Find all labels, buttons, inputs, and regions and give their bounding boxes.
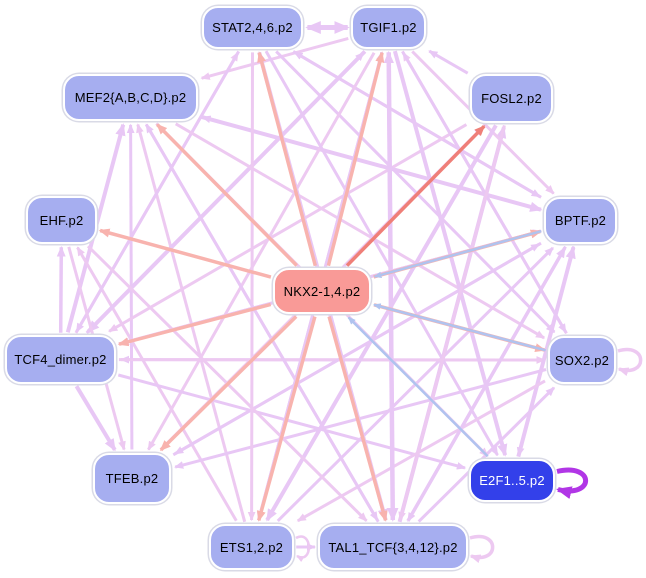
node-ehf[interactable]: EHF.p2 bbox=[26, 196, 97, 244]
edge-e2f-nkx2[interactable] bbox=[347, 316, 489, 458]
edge-tgif-tal1[interactable] bbox=[386, 52, 399, 522]
node-nkx2[interactable]: NKX2-1,4.p2 bbox=[273, 268, 371, 314]
edge-fosl2-tal1[interactable] bbox=[398, 125, 506, 522]
node-label-ehf: EHF.p2 bbox=[39, 212, 84, 228]
edge-stat-e2f[interactable] bbox=[264, 50, 499, 457]
edge-fosl2-tgif[interactable] bbox=[428, 49, 469, 75]
node-tal1[interactable]: TAL1_TCF{3,4,12}.p2 bbox=[318, 524, 468, 570]
edge-mef2-tal1[interactable] bbox=[145, 123, 379, 522]
edge-sox2-nkx2[interactable] bbox=[373, 303, 546, 352]
edge-nkx2-mef2[interactable] bbox=[156, 123, 298, 267]
edge-tgif-sox2[interactable] bbox=[401, 50, 567, 334]
edge-bptf-nkx2[interactable] bbox=[373, 229, 542, 278]
node-label-mef2: MEF2{A,B,C,D}.p2 bbox=[74, 90, 187, 105]
self-loop-sox2[interactable] bbox=[617, 347, 643, 377]
edge-mef2-sox2[interactable] bbox=[174, 122, 546, 340]
node-label-tcf4: TCF4_dimer.p2 bbox=[14, 352, 107, 367]
edge-sox2-ets[interactable] bbox=[296, 379, 546, 523]
edge-stat-ets[interactable] bbox=[247, 52, 256, 522]
edge-nkx2-tal1[interactable] bbox=[327, 316, 388, 522]
node-label-tfeb: TFEB.p2 bbox=[105, 471, 159, 486]
node-label-stat: STAT2,4,6.p2 bbox=[212, 20, 293, 35]
edge-nkx2-tcf4[interactable] bbox=[117, 302, 272, 347]
node-bptf[interactable]: BPTF.p2 bbox=[544, 197, 617, 244]
node-label-fosl2: FOSL2.p2 bbox=[481, 91, 542, 106]
edge-tgif-tfeb[interactable] bbox=[147, 52, 376, 451]
edge-nkx2-ehf[interactable] bbox=[98, 228, 272, 279]
edge-nkx2-tgif[interactable] bbox=[326, 51, 385, 267]
node-label-e2f: E2F1..5.p2 bbox=[479, 473, 545, 488]
node-fosl2[interactable]: FOSL2.p2 bbox=[470, 74, 553, 123]
edge-fosl2-ets[interactable] bbox=[265, 124, 498, 522]
edge-bptf-e2f[interactable] bbox=[516, 246, 576, 457]
edge-nkx2-fosl2[interactable] bbox=[345, 124, 486, 267]
self-loop-tal1[interactable] bbox=[469, 534, 495, 564]
node-tgif[interactable]: TGIF1.p2 bbox=[351, 6, 426, 49]
edge-bptf-tfeb[interactable] bbox=[174, 241, 542, 456]
node-label-nkx2: NKX2-1,4.p2 bbox=[283, 283, 361, 299]
edge-tgif-tcf4[interactable] bbox=[86, 49, 367, 334]
edge-tgif-e2f[interactable] bbox=[392, 50, 508, 457]
node-e2f[interactable]: E2F1..5.p2 bbox=[469, 459, 555, 502]
node-mef2[interactable]: MEF2{A,B,C,D}.p2 bbox=[63, 74, 198, 121]
edge-stat-sox2[interactable] bbox=[275, 50, 556, 334]
node-label-bptf: BPTF.p2 bbox=[554, 213, 607, 228]
node-ets[interactable]: ETS1,2.p2 bbox=[209, 524, 294, 570]
node-stat[interactable]: STAT2,4,6.p2 bbox=[202, 6, 303, 49]
node-sox2[interactable]: SOX2.p2 bbox=[548, 336, 616, 384]
edge-tcf4-ehf[interactable] bbox=[56, 245, 66, 333]
self-loop-e2f[interactable] bbox=[555, 467, 588, 499]
edge-nkx2-stat[interactable] bbox=[257, 51, 317, 267]
edge-nkx2-ets[interactable] bbox=[256, 316, 317, 522]
node-tfeb[interactable]: TFEB.p2 bbox=[93, 453, 171, 504]
edge-nkx2-tfeb[interactable] bbox=[159, 315, 298, 452]
self-loop-ets[interactable] bbox=[295, 535, 311, 563]
node-label-sox2: SOX2.p2 bbox=[554, 352, 610, 368]
edge-fosl2-tcf4[interactable] bbox=[108, 123, 468, 333]
node-tcf4[interactable]: TCF4_dimer.p2 bbox=[5, 335, 116, 384]
node-label-tal1: TAL1_TCF{3,4,12}.p2 bbox=[328, 539, 458, 555]
edge-stat-tcf4[interactable] bbox=[75, 50, 240, 333]
node-label-ets: ETS1,2.p2 bbox=[219, 539, 284, 555]
edge-tcf4-e2f[interactable] bbox=[117, 373, 467, 470]
edge-bptf-tal1[interactable] bbox=[406, 245, 567, 522]
node-label-tgif: TGIF1.p2 bbox=[360, 20, 417, 35]
edge-tcf4-tfeb[interactable] bbox=[74, 385, 117, 452]
